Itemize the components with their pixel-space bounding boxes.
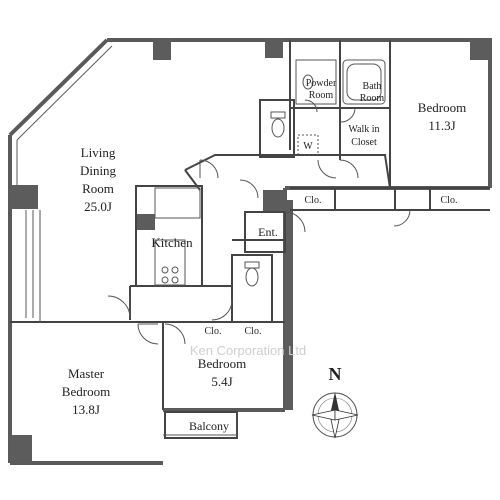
- powder-room-label-2: Room: [309, 90, 334, 101]
- master-bedroom-label-2: Bedroom: [62, 384, 110, 399]
- columns: [10, 38, 490, 461]
- bedroom-1-size: 11.3J: [428, 118, 455, 133]
- balcony-label: Balcony: [189, 419, 229, 433]
- bedroom-1-label: Bedroom: [418, 100, 466, 115]
- room-labels: Living Dining Room 25.0J Kitchen Master …: [62, 100, 466, 417]
- kitchen-label: Kitchen: [151, 235, 193, 250]
- bedroom-2-size: 5.4J: [211, 374, 232, 389]
- walk-in-closet-label-1: Walk in: [348, 124, 379, 135]
- living-room-label-3: Room: [82, 181, 114, 196]
- powder-room-label-1: Powder: [306, 78, 337, 89]
- walk-in-closet-label-2: Closet: [351, 137, 377, 148]
- master-bedroom-size: 13.8J: [72, 402, 100, 417]
- bath-room-label-1: Bath: [363, 81, 382, 92]
- fixture-lines: [39, 59, 386, 438]
- north-label: N: [329, 364, 342, 384]
- compass-needle-north: [330, 392, 340, 415]
- living-room-label-2: Dining: [80, 163, 117, 178]
- compass: N: [311, 364, 359, 439]
- bedroom-2-label: Bedroom: [198, 356, 246, 371]
- washer-label: W: [303, 141, 313, 152]
- entrance-label: Ent.: [258, 225, 278, 239]
- living-room-size: 25.0J: [84, 199, 112, 214]
- small-labels: Powder Room Bath Room Walk in Closet W C…: [205, 78, 458, 337]
- closet-label-top-right: Clo.: [441, 195, 458, 206]
- interior-walls: [10, 40, 490, 439]
- watermark: Ken Corporation Ltd: [190, 343, 306, 358]
- closet-label-bottom-right: Clo.: [245, 326, 262, 337]
- living-room-label-1: Living: [81, 145, 116, 160]
- bath-room-label-2: Room: [360, 93, 385, 104]
- closet-label-top-left: Clo.: [305, 195, 322, 206]
- door-swings: [107, 99, 411, 345]
- closet-label-bottom-left: Clo.: [205, 326, 222, 337]
- master-bedroom-label-1: Master: [68, 366, 105, 381]
